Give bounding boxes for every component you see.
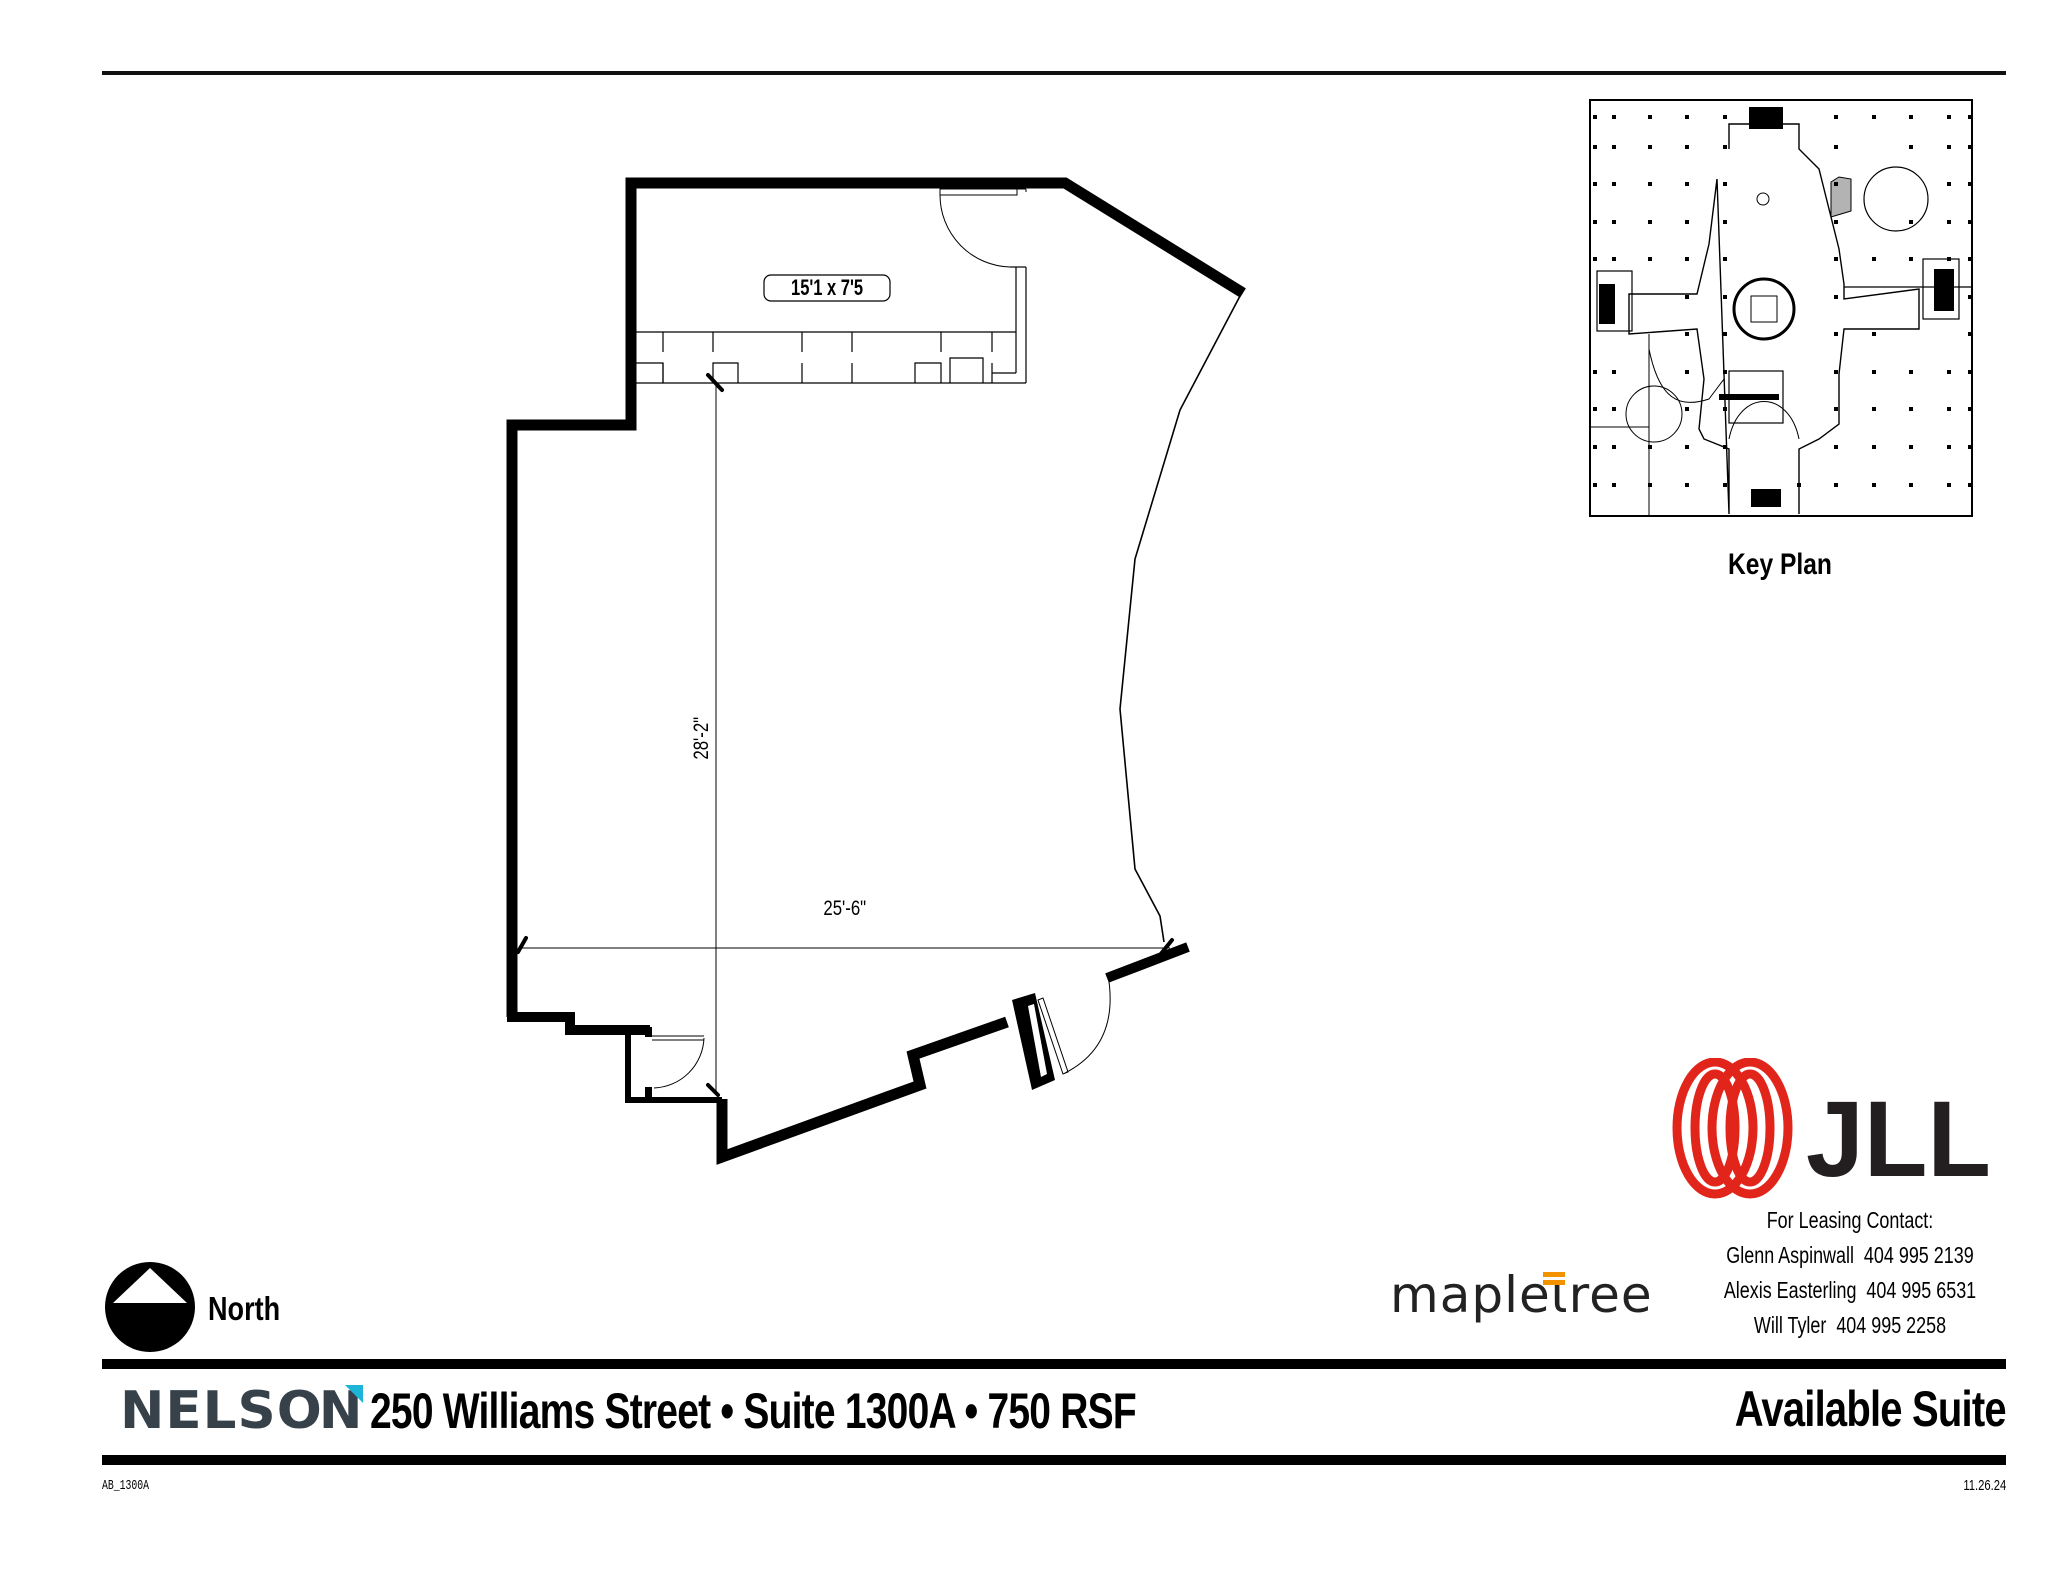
dimension-vertical-text: 28'-2": [690, 716, 713, 760]
mapletree-accent-bar-icon: [1542, 1272, 1565, 1277]
contact-phone[interactable]: 404 995 2139: [1863, 1242, 1974, 1268]
mapletree-t-glyph: ι: [1542, 1266, 1569, 1324]
key-plan-map: [1589, 99, 1973, 517]
availability-status: Available Suite: [1734, 1381, 2007, 1437]
dimension-horizontal-text: 25'-6": [823, 897, 867, 920]
nelson-wordmark: NELSO: [120, 1381, 323, 1441]
casework: [636, 331, 1026, 384]
rentable-area: 750 RSF: [987, 1383, 1136, 1439]
key-plan-core-outline: [1628, 123, 1920, 515]
contact-name: Alexis Easterling: [1723, 1277, 1857, 1303]
leasing-contacts: For Leasing Contact: Glenn Aspinwall 404…: [1640, 1203, 2048, 1343]
leasing-contact-heading: For Leasing Contact:: [1766, 1207, 1934, 1233]
address: 250 Williams Street: [370, 1383, 711, 1439]
wall-north-west: [506, 177, 1246, 1017]
north-label: North: [208, 1290, 281, 1327]
drawing-date: 11.26.24: [1963, 1477, 2006, 1494]
drawing-code: AB_1300A: [102, 1478, 150, 1494]
dimension-label-horizontal: 25'-6": [800, 897, 890, 921]
room-label-text: 15'1 x 7'5: [790, 275, 864, 300]
entry-door-swing: [1064, 974, 1111, 1074]
key-plan-column-grid: [1593, 115, 1972, 487]
suite-number: Suite 1300A: [743, 1383, 955, 1439]
dimension-tick-top: [706, 373, 724, 392]
key-plan-core-west: [1596, 270, 1633, 332]
contact-row: Glenn Aspinwall 404 995 2139: [1686, 1238, 2014, 1273]
office-door-leaf: [939, 188, 1018, 196]
suite-title: 250 Williams Street • Suite 1300A • 750 …: [370, 1383, 1137, 1439]
closet-door-swing: [653, 1037, 705, 1089]
separator: •: [964, 1383, 979, 1439]
contact-phone[interactable]: 404 995 6531: [1866, 1277, 1977, 1303]
key-plan-round-room-ne: [1863, 166, 1929, 232]
window-wall: [1119, 295, 1241, 943]
wall-south-east: [716, 1016, 1009, 1165]
jll-wordmark: JLL: [1806, 1078, 1991, 1199]
key-plan-suite-highlight: [1830, 176, 1852, 218]
key-plan-round-room-sw: [1625, 385, 1683, 443]
jll-rings-icon: [1672, 1058, 1793, 1199]
nelson-accent-icon: [345, 1385, 364, 1403]
wall-south-steps: [507, 1012, 650, 1035]
key-plan-rotunda: [1732, 277, 1796, 341]
entry-door-leaf: [1037, 997, 1069, 1075]
wall-east-stub: [1105, 942, 1190, 983]
closet-wall: [625, 1027, 722, 1103]
mapletree-accent-bar2-icon: [1542, 1280, 1565, 1285]
separator: •: [720, 1383, 734, 1439]
contact-row: Alexis Easterling 404 995 6531: [1686, 1273, 2014, 1308]
contact-row: Will Tyler 404 995 2258: [1686, 1308, 2014, 1343]
north-arrow-icon: [105, 1262, 195, 1352]
contact-name: Will Tyler: [1753, 1312, 1827, 1338]
key-plan-curve-sw: [1648, 348, 1725, 403]
room-label: 15'1 x 7'5: [764, 275, 890, 301]
key-plan-curve-s: [1728, 401, 1800, 440]
closet-jamb-bottom: [645, 1087, 652, 1100]
top-rule: [102, 71, 2006, 75]
key-plan-core-east: [1922, 258, 1960, 320]
title-band-top-bar: [102, 1359, 2006, 1369]
contact-phone[interactable]: 404 995 2258: [1836, 1312, 1947, 1338]
nelson-last-letter: N: [319, 1385, 364, 1437]
dimension-label-vertical: 28'-2": [690, 708, 714, 768]
key-plan-label: Key Plan: [1728, 548, 1832, 581]
office-door-swing: [939, 194, 1011, 268]
contact-name: Glenn Aspinwall: [1726, 1242, 1854, 1268]
dimension-tick-right: [1158, 938, 1174, 957]
title-band-bottom-bar: [102, 1455, 2006, 1465]
closet-jamb-top: [645, 1027, 652, 1037]
key-plan-core-north: [1749, 107, 1783, 129]
dimension-tick-bottom: [706, 1083, 720, 1097]
jll-logo: JLL: [1672, 1058, 1991, 1199]
column-pillar-inner: [1028, 1004, 1047, 1077]
key-plan-core-south: [1751, 489, 1781, 507]
dimension-tick-left: [516, 936, 528, 954]
mapletree-text-prefix: maple: [1390, 1266, 1551, 1324]
room-label-box: [763, 274, 891, 302]
mapletree-text-suffix: ree: [1568, 1266, 1653, 1324]
